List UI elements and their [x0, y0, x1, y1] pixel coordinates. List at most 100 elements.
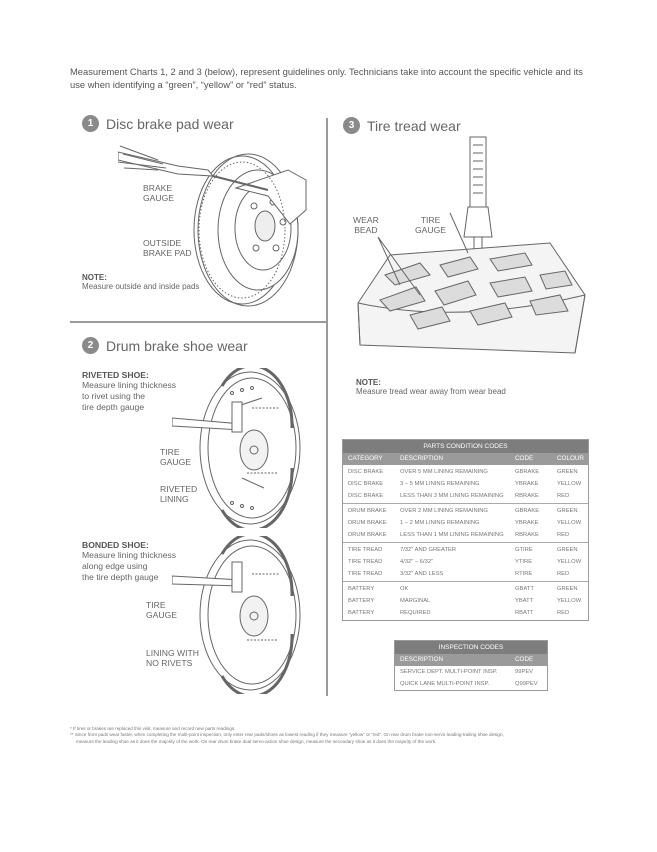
table-cell: TIRE TREAD — [348, 571, 383, 577]
riveted-lining-label-line-2: LINING — [160, 494, 189, 504]
table-cell: OVER 5 MM LINING REMAINING — [400, 469, 488, 475]
wear-bead-label-line-2: BEAD — [354, 225, 378, 235]
bonded-drum-brake-illustration — [172, 536, 301, 694]
footnote-1: * If tires or brakes are replaced this v… — [70, 726, 236, 731]
table-cell: RBRAKE — [515, 493, 539, 499]
lining-no-rivets-label: LINING WITH NO RIVETS — [146, 648, 199, 668]
col-insp-description: DESCRIPTION — [400, 656, 444, 663]
table-cell: YBRAKE — [515, 481, 539, 487]
col-category: CATEGORY — [348, 455, 383, 462]
table-cell: YELLOW — [557, 559, 582, 565]
table-cell: REQUIRED — [400, 610, 431, 616]
section-1-title-text: Disc brake pad wear — [106, 115, 234, 132]
brake-gauge-label-line-2: GAUGE — [143, 193, 175, 203]
table-cell: QUICK LANE MULTI-POINT INSP. — [400, 681, 490, 687]
horizontal-divider — [70, 321, 326, 323]
table-cell: BATTERY — [348, 586, 375, 592]
section-3-note: NOTE: Measure tread wear away from wear … — [356, 378, 506, 396]
section-3-title-text: Tire tread wear — [367, 117, 461, 134]
tire-gauge-label-1-line-1: TIRE — [160, 447, 180, 457]
table-cell: RED — [557, 532, 570, 538]
table-cell: SERVICE DEPT. MULTI-POINT INSP. — [400, 669, 498, 675]
col-description: DESCRIPTION — [400, 455, 444, 462]
table-row: TIRE TREAD 3/32" AND LESS RTIRE RED — [343, 568, 588, 580]
section-1-number: 1 — [82, 115, 99, 132]
bonded-line-2: along edge using — [82, 561, 148, 571]
table-cell: LESS THAN 1 MM LINING REMAINING — [400, 532, 504, 538]
parts-table-header: CATEGORY DESCRIPTION CODE COLOUR — [343, 453, 588, 465]
table-row: DRUM BRAKE LESS THAN 1 MM LINING REMAININ… — [343, 529, 588, 541]
riveted-drum-brake-illustration — [172, 368, 301, 528]
table-cell: DISC BRAKE — [348, 481, 384, 487]
table-cell: Q99PEV — [515, 681, 538, 687]
tire-gauge-label-3-line-2: GAUGE — [415, 225, 447, 235]
table-cell: RBRAKE — [515, 532, 539, 538]
parts-condition-table: PARTS CONDITION CODES CATEGORY DESCRIPTI… — [342, 439, 589, 621]
table-cell: RTIRE — [515, 571, 533, 577]
table-row: TIRE TREAD 4/32" – 6/32" YTIRE YELLOW — [343, 556, 588, 568]
tire-tread-illustration — [357, 136, 586, 354]
intro-text: Measurement Charts 1, 2 and 3 (below), r… — [70, 66, 583, 90]
tire-gauge-label-2-line-1: TIRE — [146, 600, 166, 610]
table-cell: 7/32" AND GREATER — [400, 547, 457, 553]
tire-gauge-label-2: TIRE GAUGE — [146, 600, 177, 620]
table-cell: DISC BRAKE — [348, 469, 384, 475]
tire-gauge-label-1: TIRE GAUGE — [160, 447, 191, 467]
riveted-line-2: to rivet using the — [82, 391, 146, 401]
table-cell: 99PEV — [515, 669, 534, 675]
note-heading: NOTE: — [82, 273, 107, 282]
table-cell: GREEN — [557, 469, 578, 475]
table-cell: GTIRE — [515, 547, 533, 553]
table-cell: 1 – 2 MM LINING REMAINING — [400, 520, 480, 526]
table-row-group: DISC BRAKE OVER 5 MM LINING REMAINING GBRA… — [343, 465, 588, 504]
riveted-lining-label: RIVETED LINING — [160, 484, 197, 504]
bonded-shoe-text: BONDED SHOE: Measure lining thickness al… — [82, 540, 176, 583]
table-cell: LESS THAN 3 MM LINING REMAINING — [400, 493, 504, 499]
note-text: Measure outside and inside pads — [82, 282, 200, 291]
table-cell: YELLOW — [557, 481, 582, 487]
lining-no-rivets-label-line-2: NO RIVETS — [146, 658, 193, 668]
table-cell: 4/32" – 6/32" — [400, 559, 434, 565]
table-cell: YELLOW — [557, 520, 582, 526]
table-cell: BATTERY — [348, 610, 375, 616]
section-1-title: 1 Disc brake pad wear — [82, 115, 234, 132]
table-row: SERVICE DEPT. MULTI-POINT INSP. 99PEV — [395, 666, 547, 678]
table-row: DISC BRAKE OVER 5 MM LINING REMAINING GBRA… — [343, 466, 588, 478]
section-1-note: NOTE: Measure outside and inside pads — [82, 273, 199, 291]
parts-table-body: DISC BRAKE OVER 5 MM LINING REMAINING GBRA… — [343, 465, 588, 620]
wear-bead-label-line-1: WEAR — [353, 215, 379, 225]
table-cell: GBRAKE — [515, 469, 540, 475]
tire-gauge-label-3: TIRE GAUGE — [415, 215, 446, 235]
table-cell: TIRE TREAD — [348, 559, 383, 565]
footnote-2: ** Since front pads wear faster, when co… — [70, 732, 504, 738]
riveted-shoe-text: RIVETED SHOE: Measure lining thickness t… — [82, 370, 176, 413]
bonded-heading: BONDED SHOE: — [82, 540, 149, 550]
outside-brake-pad-label-line-1: OUTSIDE — [143, 238, 182, 248]
table-cell: YBATT — [515, 598, 534, 604]
table-cell: RED — [557, 571, 570, 577]
footnote-2-cont: measure the leading shoe as it does the … — [76, 738, 437, 744]
col-insp-code: CODE — [515, 656, 534, 663]
note-heading-3: NOTE: — [356, 378, 381, 387]
outside-brake-pad-label: OUTSIDE BRAKE PAD — [143, 238, 192, 258]
table-cell: OVER 2 MM LINING REMAINING — [400, 508, 488, 514]
table-cell: 3 – 5 MM LINING REMAINING — [400, 481, 480, 487]
col-code: CODE — [515, 455, 534, 462]
table-cell: DRUM BRAKE — [348, 532, 387, 538]
outside-brake-pad-label-line-2: BRAKE PAD — [143, 248, 192, 258]
table-cell: YTIRE — [515, 559, 533, 565]
table-row: QUICK LANE MULTI-POINT INSP. Q99PEV — [395, 678, 547, 690]
tire-gauge-label-3-line-1: TIRE — [420, 215, 441, 225]
table-cell: MARGINAL — [400, 598, 431, 604]
table-cell: YELLOW — [557, 598, 582, 604]
table-cell: 3/32" AND LESS — [400, 571, 444, 577]
wear-bead-label: WEAR BEAD — [353, 215, 379, 235]
section-2-title-text: Drum brake shoe wear — [106, 337, 248, 354]
footnotes: * If tires or brakes are replaced this v… — [70, 726, 590, 745]
inspection-table-header: DESCRIPTION CODE — [395, 654, 547, 666]
table-cell: RED — [557, 493, 570, 499]
